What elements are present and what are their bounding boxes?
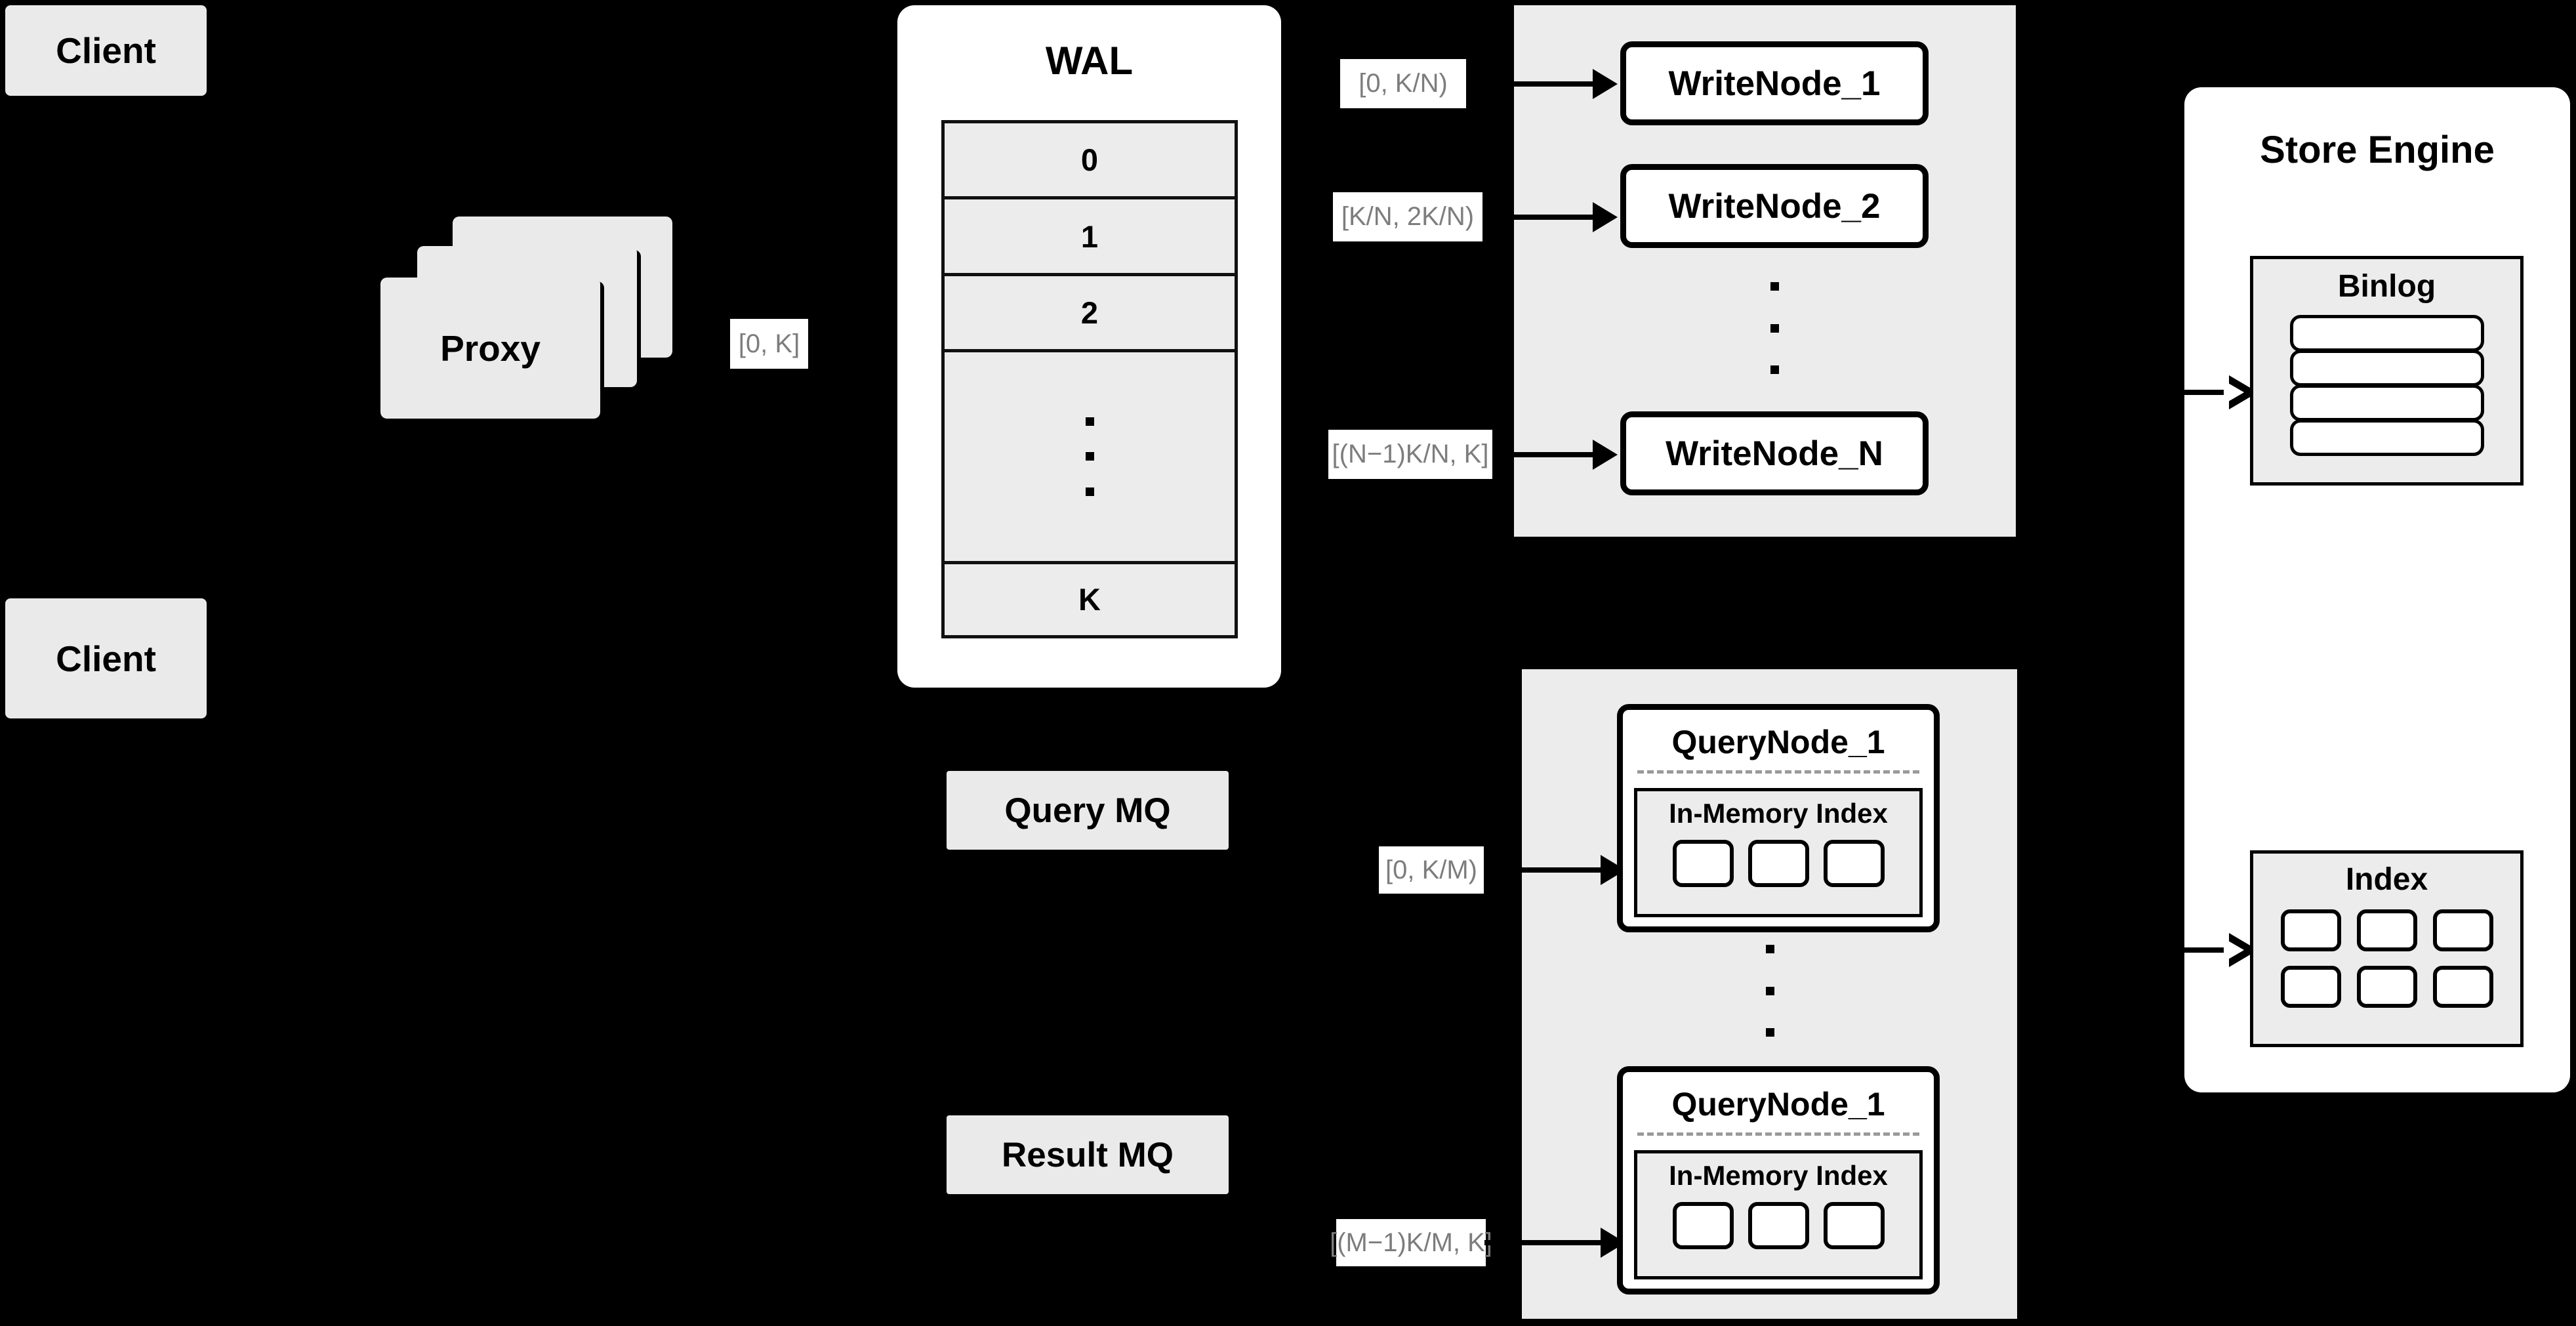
index-chip-r2-c1: [2280, 966, 2341, 1008]
range-label-writenode-1: [0, K/N): [1340, 59, 1466, 108]
write-node-1[interactable]: WriteNode_1: [1620, 41, 1929, 125]
arrow-to-index: [2179, 932, 2258, 968]
wal-row-k: K: [945, 564, 1235, 636]
arrow-to-binlog: [2179, 374, 2258, 411]
binlog-bar-4: [2289, 419, 2484, 456]
query-node-2[interactable]: QueryNode_1 In-Memory Index: [1617, 1066, 1940, 1295]
solid-arrow-icon-writenode-1: [1593, 69, 1618, 99]
arrow-to-writenode-2: [1483, 202, 1618, 232]
binlog-title: Binlog: [2337, 269, 2436, 304]
query-node-2-separator: [1637, 1132, 1919, 1136]
proxy-stack[interactable]: Proxy: [380, 217, 676, 426]
vertical-ellipsis-icon-query-cluster: [1765, 945, 1775, 1037]
arrow-to-writenode-n: [1493, 440, 1618, 470]
vertical-ellipsis-icon-wal: [1085, 417, 1094, 496]
client-label-2: Client: [56, 638, 156, 679]
wal-table: 0 1 2 K: [941, 120, 1238, 638]
arrow-to-writenode-1: [1467, 69, 1618, 99]
query-node-1-inmemory-index: In-Memory Index: [1634, 788, 1923, 917]
arrow-to-querynode-n: [1484, 1228, 1625, 1258]
range-label-querynode-1-text: [0, K/M): [1385, 855, 1478, 884]
query-node-1[interactable]: QueryNode_1 In-Memory Index: [1617, 704, 1940, 932]
solid-arrow-icon-writenode-2: [1593, 202, 1618, 232]
range-label-writenode-n: [(N−1)K/N, K]: [1328, 430, 1492, 479]
range-label-proxy-to-wal: 0 [0, K]: [730, 319, 808, 369]
range-label-writenode-2-text: [K/N, 2K/N): [1341, 202, 1475, 231]
proxy-card-front[interactable]: Proxy: [380, 278, 600, 419]
query-node-2-index-chip-2: [1748, 1202, 1809, 1249]
solid-arrow-icon-writenode-n: [1593, 440, 1618, 470]
binlog-box: Binlog: [2250, 256, 2524, 486]
range-label-writenode-n-text: [(N−1)K/N, K]: [1332, 440, 1489, 468]
query-node-2-title: QueryNode_1: [1671, 1086, 1885, 1123]
range-label-writenode-1-text: [0, K/N): [1359, 69, 1448, 98]
write-node-2-label: WriteNode_2: [1668, 186, 1881, 226]
query-node-2-index-chip-3: [1823, 1202, 1885, 1249]
client-label-1: Client: [56, 30, 156, 71]
query-node-2-inmemory-index: In-Memory Index: [1634, 1150, 1923, 1279]
arrow-to-querynode-1: [1484, 855, 1625, 885]
index-chip-r1-c3: [2432, 909, 2493, 951]
query-node-1-separator: [1637, 770, 1919, 774]
range-label-querynode-n-text: [(M−1)K/M, K]: [1330, 1228, 1492, 1257]
query-node-2-index-title: In-Memory Index: [1669, 1160, 1888, 1191]
store-engine-title: Store Engine: [2260, 129, 2495, 171]
binlog-bar-1: [2289, 315, 2484, 352]
wal-row-1: 1: [945, 199, 1235, 276]
result-mq-box[interactable]: Result MQ: [947, 1115, 1229, 1194]
index-chip-r2-c3: [2432, 966, 2493, 1008]
query-node-1-index-chip-1: [1672, 840, 1734, 887]
write-node-2[interactable]: WriteNode_2: [1620, 164, 1929, 248]
range-label-querynode-n: [(M−1)K/M, K]: [1330, 1219, 1492, 1266]
index-chip-r2-c2: [2356, 966, 2417, 1008]
query-mq-label: Query MQ: [1004, 791, 1171, 830]
wal-panel: WAL 0 1 2 K: [897, 5, 1281, 688]
range-label-proxy-to-wal-text: [0, K]: [738, 329, 800, 358]
query-mq-box[interactable]: Query MQ: [947, 771, 1229, 850]
wal-title: WAL: [1045, 39, 1134, 83]
vertical-ellipsis-icon-write-cluster: [1769, 282, 1780, 374]
binlog-bar-3: [2289, 384, 2484, 421]
write-node-1-label: WriteNode_1: [1668, 64, 1881, 103]
wal-row-2: 2: [945, 276, 1235, 353]
index-chip-r1-c2: [2356, 909, 2417, 951]
query-node-1-index-title: In-Memory Index: [1669, 798, 1888, 829]
range-label-writenode-2: [K/N, 2K/N): [1333, 192, 1482, 241]
result-mq-label: Result MQ: [1001, 1135, 1174, 1174]
query-node-1-title: QueryNode_1: [1671, 724, 1885, 760]
query-node-1-index-chip-3: [1823, 840, 1885, 887]
index-box: Index: [2250, 850, 2524, 1047]
client-box-1[interactable]: Client: [5, 5, 207, 96]
binlog-bar-2: [2289, 350, 2484, 386]
index-chip-r1-c1: [2280, 909, 2341, 951]
query-node-2-index-chip-1: [1672, 1202, 1734, 1249]
index-title: Index: [2345, 862, 2428, 897]
wal-row-ellipsis: [945, 352, 1235, 564]
write-node-n-label: WriteNode_N: [1666, 434, 1883, 473]
proxy-label: Proxy: [440, 327, 541, 369]
query-node-1-index-chip-2: [1748, 840, 1809, 887]
wal-row-0: 0: [945, 123, 1235, 200]
range-label-querynode-1: [0, K/M): [1379, 846, 1484, 894]
write-node-n[interactable]: WriteNode_N: [1620, 411, 1929, 495]
client-box-2[interactable]: Client: [5, 598, 207, 718]
